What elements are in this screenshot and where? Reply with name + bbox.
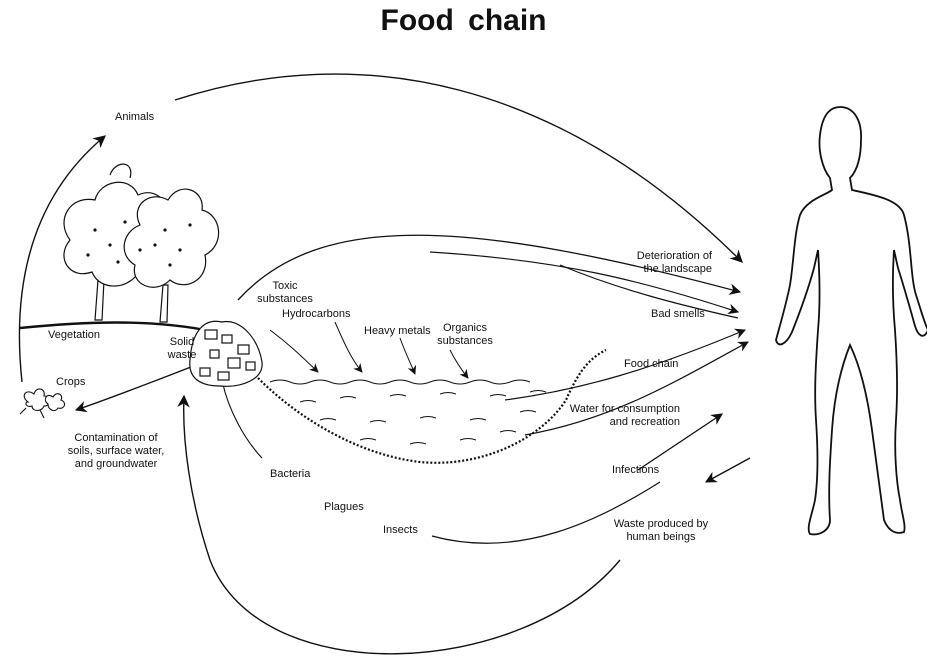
- label-animals: Animals: [115, 111, 154, 124]
- crops-illustration: [20, 389, 65, 418]
- label-waste-human-2: human beings: [596, 531, 726, 544]
- label-bacteria: Bacteria: [270, 468, 310, 481]
- label-organics-2: substances: [425, 335, 505, 348]
- bacteria-line: [222, 380, 262, 458]
- label-contamination-3: and groundwater: [56, 458, 176, 471]
- human-figure: [776, 107, 927, 534]
- pointer-hydrocarbons: [335, 322, 362, 372]
- label-hydrocarbons: Hydrocarbons: [282, 308, 350, 321]
- label-contamination-2: soils, surface water,: [56, 445, 176, 458]
- arrow-infections-down: [706, 458, 750, 482]
- label-solid-waste-2: waste: [162, 349, 202, 362]
- label-plagues: Plagues: [324, 501, 364, 514]
- label-food-chain: Food chain: [624, 358, 678, 371]
- label-vegetation: Vegetation: [48, 329, 100, 342]
- label-toxic-2: substances: [250, 293, 320, 306]
- label-deterioration-2: the landscape: [596, 263, 712, 276]
- arrow-animals-to-human: [175, 74, 742, 262]
- label-organics-1: Organics: [425, 322, 505, 335]
- label-bad-smells: Bad smells: [651, 308, 705, 321]
- label-deterioration-1: Deterioration of: [596, 250, 712, 263]
- label-crops: Crops: [56, 376, 85, 389]
- pointer-toxic: [270, 330, 318, 372]
- pointer-heavy-metals: [400, 338, 415, 374]
- label-waste-human-1: Waste produced by: [596, 518, 726, 531]
- pointer-organics: [450, 350, 468, 378]
- label-toxic-1: Toxic: [250, 280, 320, 293]
- label-water-2: and recreation: [540, 416, 680, 429]
- label-water-1: Water for consumption: [540, 403, 680, 416]
- label-infections: Infections: [612, 464, 659, 477]
- label-contamination-1: Contamination of: [56, 432, 176, 445]
- label-insects: Insects: [383, 524, 418, 537]
- label-heavy-metals: Heavy metals: [364, 325, 431, 338]
- trees-illustration: [64, 164, 219, 322]
- label-solid-waste-1: Solid: [162, 336, 202, 349]
- pond-water: [270, 380, 546, 444]
